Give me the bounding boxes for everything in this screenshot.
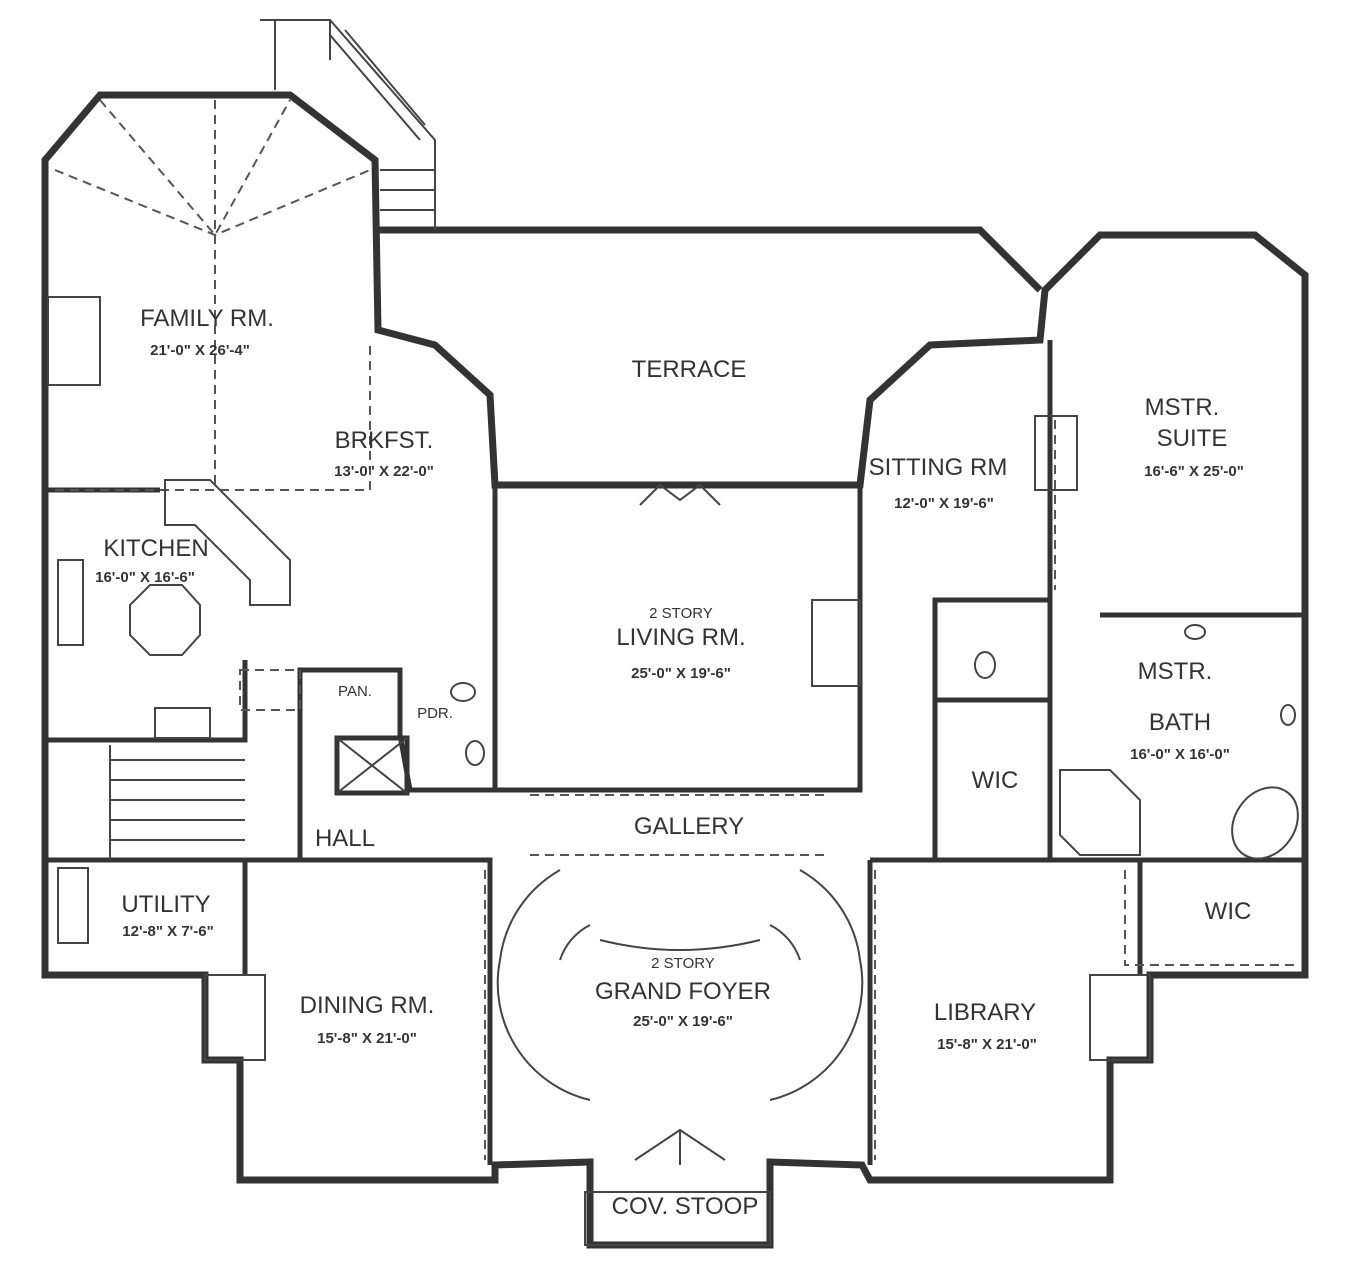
foyer-note: 2 STORY [651, 955, 715, 972]
kitchen-counter [164, 479, 291, 606]
utility-dim: 12'-8" X 7'-6" [122, 923, 213, 940]
powder-label: PDR. [417, 705, 453, 722]
kitchen-island [129, 584, 201, 656]
elevator [334, 735, 410, 796]
fireplace-library [1089, 974, 1151, 1061]
master-bath-label-1: MSTR. [1138, 658, 1213, 685]
master-sink [1184, 624, 1206, 640]
master-suite-label-2: SUITE [1157, 425, 1228, 452]
grand-foyer-label: GRAND FOYER [595, 978, 771, 1005]
living-room-label: LIVING RM. [616, 624, 745, 651]
library-dim: 15'-8" X 21'-0" [937, 1036, 1037, 1053]
grand-foyer-dim: 25'-0" X 19'-6" [633, 1013, 733, 1030]
dining-room-dim: 15'-8" X 21'-0" [317, 1030, 417, 1047]
master-suite-dim: 16'-6" X 25'-0" [1144, 463, 1244, 480]
breakfast-dim: 13'-0" X 22'-0" [334, 463, 434, 480]
terrace-label: TERRACE [632, 356, 747, 383]
powder-toilet [450, 682, 476, 702]
utility-label: UTILITY [121, 891, 210, 918]
library-label: LIBRARY [934, 999, 1036, 1026]
living-note: 2 STORY [649, 605, 713, 622]
master-suite-label-1: MSTR. [1145, 394, 1220, 421]
covered-stoop-label: COV. STOOP [612, 1193, 759, 1220]
gallery-label: GALLERY [634, 813, 744, 840]
kitchen-label: KITCHEN [103, 535, 208, 562]
stair-inner [559, 924, 801, 961]
pantry-label: PAN. [338, 683, 372, 700]
shower [1059, 769, 1141, 856]
curved-stairs [496, 869, 864, 1101]
front-door [634, 1128, 726, 1165]
family-room-label: FAMILY RM. [140, 305, 274, 332]
powder-sink [465, 740, 485, 766]
washer-dryer [57, 867, 89, 944]
hall-label: HALL [315, 825, 375, 852]
dining-room-label: DINING RM. [300, 992, 435, 1019]
master-bath-dim: 16'-0" X 16'-0" [1130, 746, 1230, 763]
cooktop [154, 707, 211, 739]
stairs-basement [109, 745, 245, 860]
master-sink-2 [1280, 704, 1296, 726]
wic-label-1: WIC [972, 767, 1019, 794]
fireplace-family [47, 296, 101, 386]
stoop-slab [584, 1191, 771, 1246]
fireplace-living [811, 599, 861, 687]
kitchen-dim: 16'-0" X 16'-6" [95, 569, 195, 586]
interior-walls [45, 340, 1305, 1165]
exterior-walls [41, 19, 1309, 1249]
sitting-room-label: SITTING RM [869, 454, 1008, 481]
refrigerator [57, 559, 84, 646]
family-room-dim: 21'-0" X 26'-4" [150, 342, 250, 359]
fixtures [47, 296, 1299, 1246]
master-bath-label-2: BATH [1149, 709, 1211, 736]
bathtub [1231, 786, 1299, 860]
wic-label-2: WIC [1205, 898, 1252, 925]
sitting-room-dim: 12'-0" X 19'-6" [894, 495, 994, 512]
room-labels: FAMILY RM. 21'-0" X 26'-4" BRKFST. 13'-0… [95, 305, 1251, 1220]
master-toilet [974, 651, 996, 679]
fireplace-sitting [1034, 415, 1078, 491]
fireplace-dining [204, 974, 266, 1061]
terrace-door [639, 483, 721, 506]
living-room-dim: 25'-0" X 19'-6" [631, 665, 731, 682]
breakfast-label: BRKFST. [335, 427, 434, 454]
dashed-openings [54, 99, 1295, 1160]
